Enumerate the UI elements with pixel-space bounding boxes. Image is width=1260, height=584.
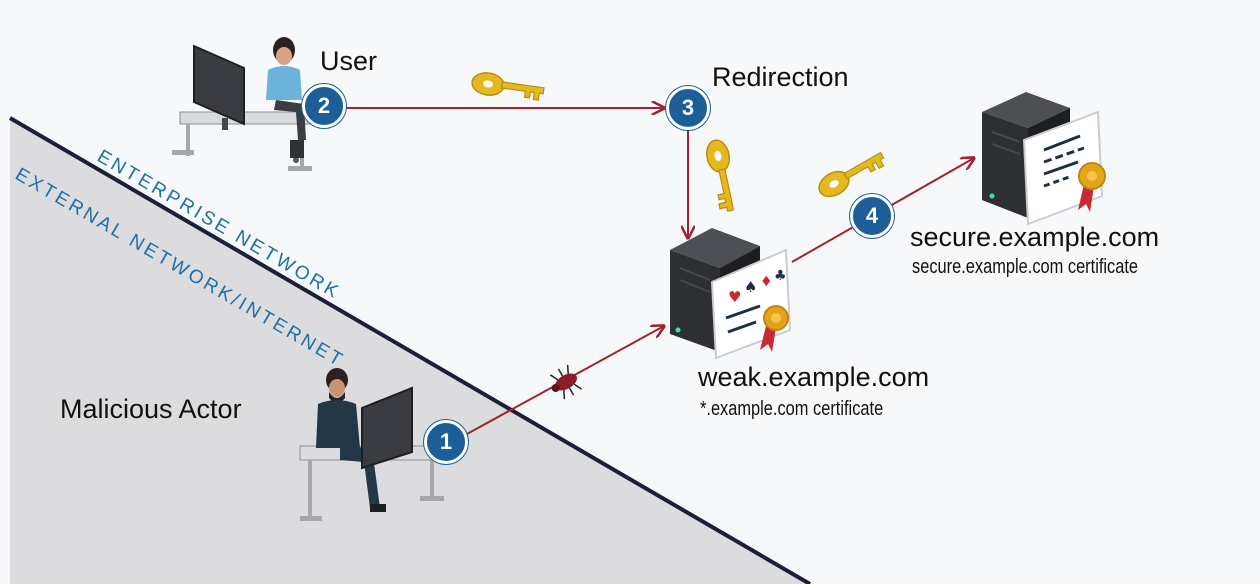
attacker-workstation-icon [299,368,451,521]
weak-host-label: weak.example.com [698,362,930,392]
svg-text:♦: ♦ [760,274,773,290]
network-boundary-line [8,116,812,584]
secure-host-label: secure.example.com [910,222,1160,252]
step-badge-3: 3 [666,86,710,130]
step-badge-2: 2 [302,84,346,128]
redirection-label: Redirection [712,62,849,92]
step-badge-4: 4 [850,194,894,238]
svg-text:♥: ♥ [728,288,741,306]
step-badge-1: 1 [424,420,468,464]
weak-cert-label: *.example.com certificate [700,398,884,420]
malicious-actor-label: Malicious Actor [60,394,242,424]
secure-cert-label: secure.example.com certificate [912,256,1139,278]
bug-icon [549,364,583,400]
svg-text:♣: ♣ [774,268,787,284]
weak-certificate-icon: ♥ ♠ ♦ ♣ [710,248,792,360]
svg-text:♠: ♠ [744,278,757,296]
secure-certificate-icon [1022,110,1106,226]
user-workstation-icon [172,37,312,171]
user-label: User [320,46,378,76]
